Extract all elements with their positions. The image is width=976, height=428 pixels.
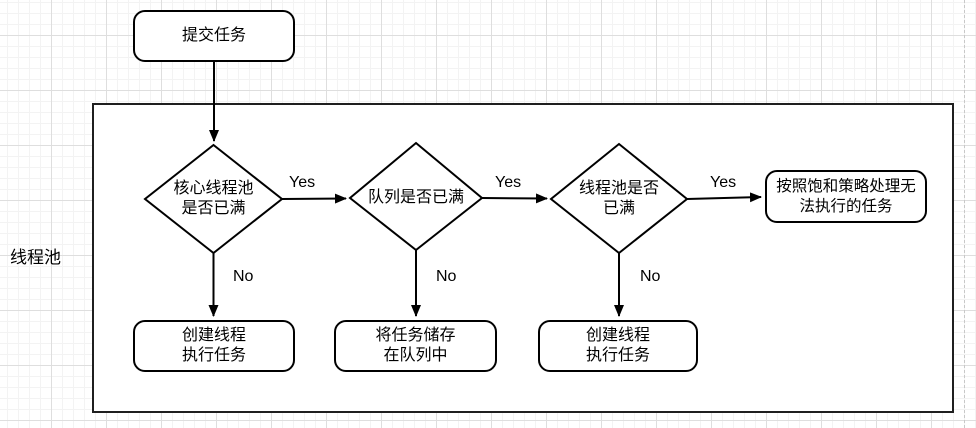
edge-label-no-2: No (436, 268, 457, 285)
decision-queue-shape[interactable] (348, 141, 484, 252)
edge-label-no-3: No (640, 268, 661, 285)
decision-core-pool-label: 核心线程池 是否已满 (173, 180, 254, 217)
edge-queue-yes-to-pool-decision (481, 193, 548, 204)
edge-label-yes-1: Yes (289, 174, 316, 191)
node-create-thread-1[interactable]: 创建线程 执行任务 (133, 320, 295, 372)
node-saturation-policy[interactable]: 按照饱和策略处理无 法执行的任务 (765, 170, 927, 223)
node-store-in-queue-label: 将任务储存 在队列中 (375, 327, 456, 364)
thread-pool-label: 线程池 (10, 248, 61, 267)
page-break-line (964, 0, 965, 428)
node-create-thread-2-label: 创建线程 执行任务 (585, 327, 650, 364)
edge-label-no-1: No (233, 268, 254, 285)
node-submit-task-label: 提交任务 (181, 27, 246, 44)
decision-pool-shape[interactable] (549, 142, 689, 255)
node-saturation-policy-label: 按照饱和策略处理无 法执行的任务 (776, 177, 916, 215)
node-create-thread-2[interactable]: 创建线程 执行任务 (538, 320, 698, 372)
edge-core-yes-to-queue-decision (281, 193, 347, 204)
decision-queue-label: 队列是否已满 (367, 189, 464, 206)
node-create-thread-1-label: 创建线程 执行任务 (181, 327, 246, 364)
edge-label-yes-3: Yes (710, 174, 737, 191)
edge-pool-yes-to-saturation-policy (686, 192, 762, 203)
decision-core-pool-shape[interactable] (143, 143, 284, 255)
decision-pool-label: 线程池是否 已满 (578, 180, 659, 217)
edge-label-yes-2: Yes (495, 174, 522, 191)
node-store-in-queue[interactable]: 将任务储存 在队列中 (334, 320, 497, 372)
node-submit-task[interactable]: 提交任务 (133, 10, 295, 62)
